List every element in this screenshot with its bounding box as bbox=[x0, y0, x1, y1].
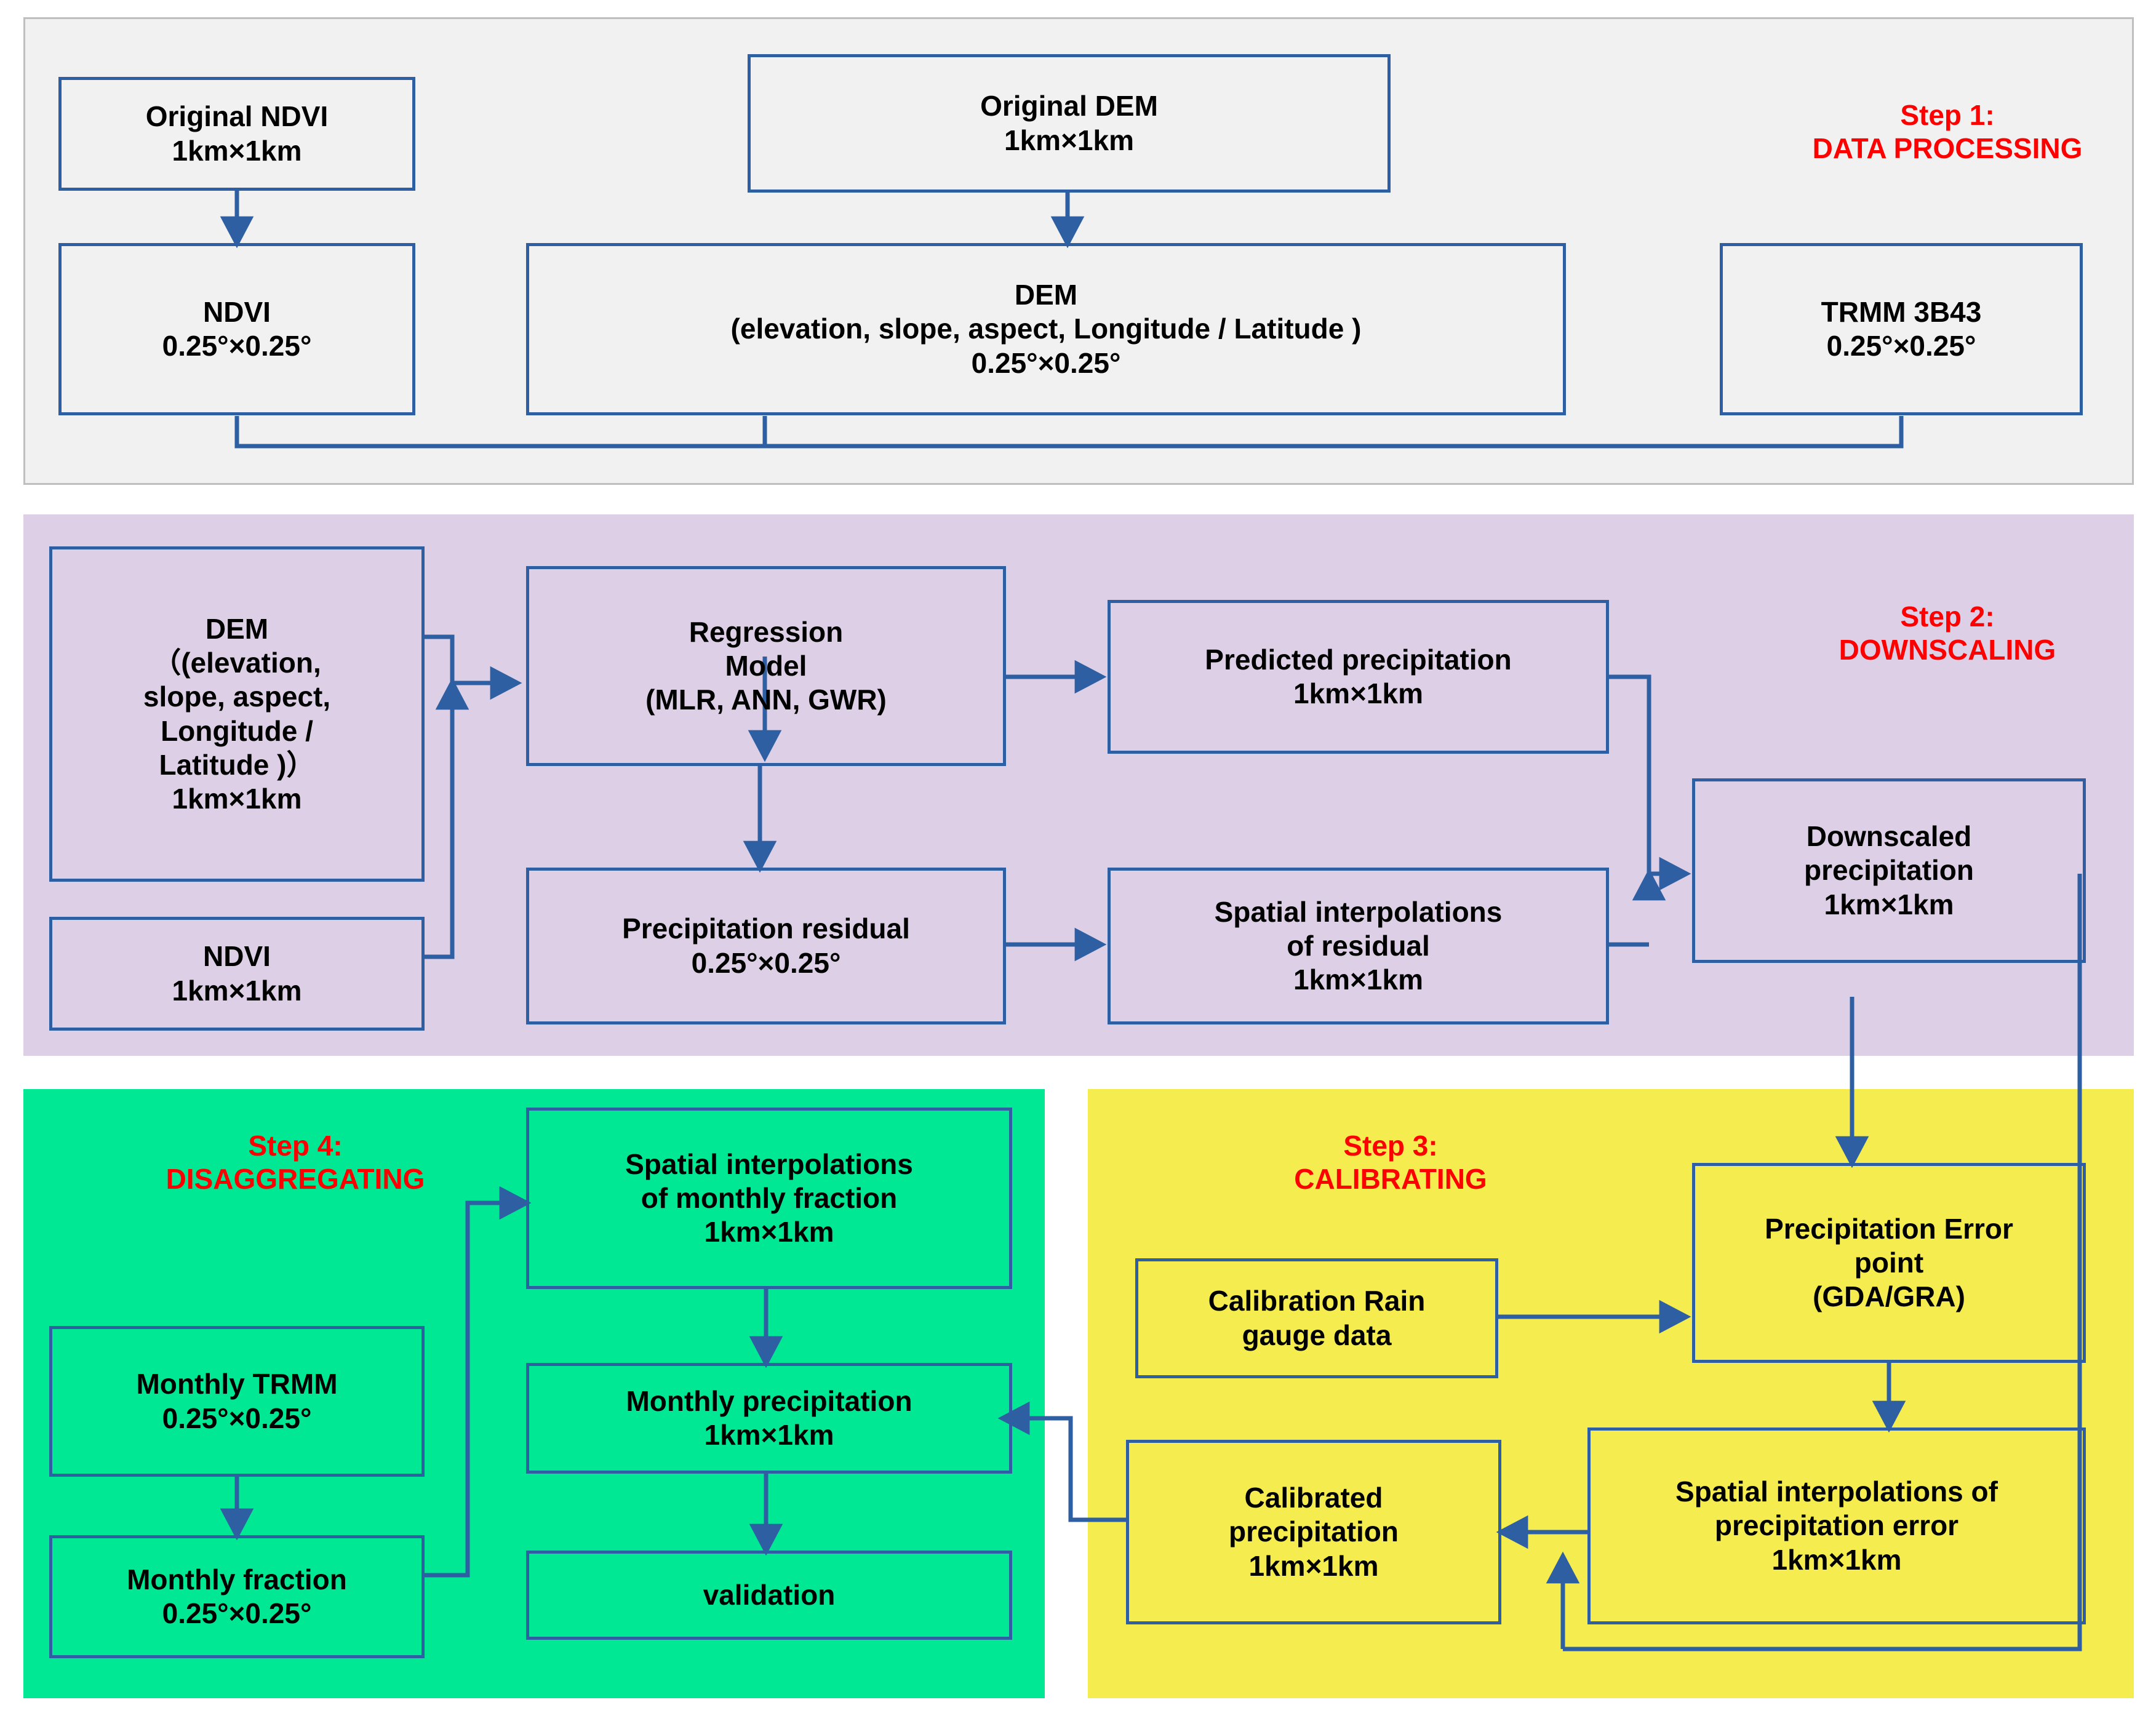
box-spatial-interp-precip-error: Spatial interpolations of precipitation … bbox=[1587, 1428, 2086, 1624]
box-ndvi-025: NDVI 0.25°×0.25° bbox=[58, 243, 415, 415]
box-calibration-rain-gauge: Calibration Rain gauge data bbox=[1135, 1258, 1498, 1378]
box-spatial-interp-monthly-fraction: Spatial interpolations of monthly fracti… bbox=[526, 1108, 1012, 1289]
box-monthly-trmm: Monthly TRMM 0.25°×0.25° bbox=[49, 1326, 425, 1477]
box-validation: validation bbox=[526, 1551, 1012, 1640]
box-predicted-precipitation: Predicted precipitation 1km×1km bbox=[1108, 600, 1609, 754]
box-original-ndvi: Original NDVI 1km×1km bbox=[58, 77, 415, 191]
box-monthly-precipitation: Monthly precipitation 1km×1km bbox=[526, 1363, 1012, 1474]
box-trmm-3b43: TRMM 3B43 0.25°×0.25° bbox=[1720, 243, 2083, 415]
box-monthly-fraction: Monthly fraction 0.25°×0.25° bbox=[49, 1535, 425, 1658]
box-original-dem: Original DEM 1km×1km bbox=[748, 54, 1391, 193]
box-dem-1km: DEM （(elevation, slope, aspect, Longitud… bbox=[49, 546, 425, 882]
box-calibrated-precipitation: Calibrated precipitation 1km×1km bbox=[1126, 1440, 1501, 1624]
step-2-label: Step 2: DOWNSCALING bbox=[1839, 601, 2056, 666]
panel-step-4 bbox=[23, 1089, 1045, 1698]
step-3-label: Step 3: CALIBRATING bbox=[1294, 1130, 1487, 1196]
box-spatial-interp-residual: Spatial interpolations of residual 1km×1… bbox=[1108, 868, 1609, 1024]
box-regression-model: Regression Model (MLR, ANN, GWR) bbox=[526, 566, 1006, 766]
step-1-label: Step 1: DATA PROCESSING bbox=[1812, 99, 2083, 165]
box-precipitation-residual: Precipitation residual 0.25°×0.25° bbox=[526, 868, 1006, 1024]
box-ndvi-1km: NDVI 1km×1km bbox=[49, 917, 425, 1031]
step-4-label: Step 4: DISAGGREGATING bbox=[166, 1130, 425, 1196]
box-precipitation-error-point: Precipitation Error point (GDA/GRA) bbox=[1692, 1163, 2086, 1363]
box-downscaled-precipitation: Downscaled precipitation 1km×1km bbox=[1692, 778, 2086, 963]
box-dem-025: DEM (elevation, slope, aspect, Longitude… bbox=[526, 243, 1566, 415]
panel-step-1 bbox=[23, 17, 2134, 485]
